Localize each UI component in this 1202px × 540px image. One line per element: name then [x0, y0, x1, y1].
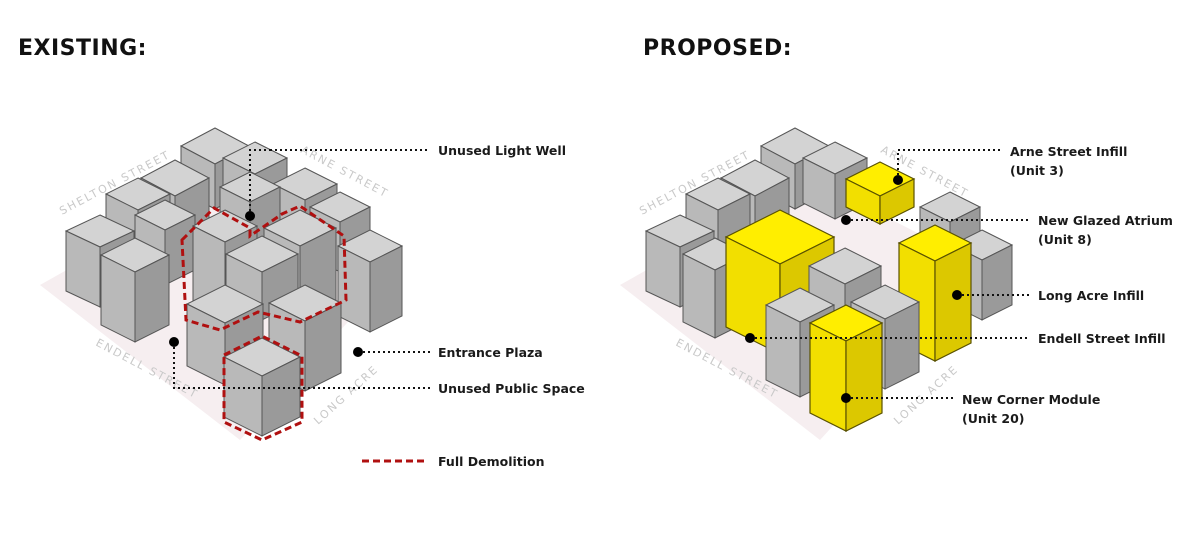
- block: [99, 237, 171, 343]
- marker-light-well: [245, 211, 255, 221]
- label-unused-light-well: Unused Light Well: [438, 143, 566, 158]
- label-entrance-plaza: Entrance Plaza: [438, 345, 543, 360]
- existing-massing: SHELTON STREET ARNE STREET ENDELL STREET…: [40, 127, 404, 442]
- marker-glazed-atrium: [841, 215, 851, 225]
- label-long-acre-infill: Long Acre Infill: [1038, 288, 1144, 303]
- proposed-title: PROPOSED:: [643, 36, 793, 61]
- legend-full-demolition: Full Demolition: [438, 454, 545, 469]
- label-endell-infill: Endell Street Infill: [1038, 331, 1166, 346]
- label-unused-public-space: Unused Public Space: [438, 381, 585, 396]
- leader-public-space: [173, 342, 430, 389]
- block: [222, 337, 302, 437]
- marker-corner-module: [841, 393, 851, 403]
- existing-title: EXISTING:: [18, 36, 147, 61]
- building-blocks: [64, 127, 404, 437]
- label-arne-infill-unit: (Unit 3): [1010, 163, 1064, 178]
- proposed-massing: SHELTON STREET ARNE STREET ENDELL STREET…: [620, 127, 1014, 440]
- label-glazed-atrium: New Glazed Atrium: [1038, 213, 1173, 228]
- label-corner-module: New Corner Module: [962, 392, 1100, 407]
- building-blocks-proposed: [644, 127, 1014, 432]
- existing-annotations: Unused Light Well Entrance Plaza Unused …: [169, 143, 585, 469]
- leader-light-well-a: [249, 149, 270, 216]
- label-glazed-atrium-unit: (Unit 8): [1038, 232, 1092, 247]
- proposed-annotations: Arne Street Infill (Unit 3) New Glazed A…: [745, 144, 1173, 426]
- marker-entrance-plaza: [353, 347, 363, 357]
- marker-long-acre-infill: [952, 290, 962, 300]
- marker-endell-infill: [745, 333, 755, 343]
- block: [336, 229, 404, 333]
- marker-arne-infill: [893, 175, 903, 185]
- label-arne-infill: Arne Street Infill: [1010, 144, 1127, 159]
- infill-block: [844, 161, 916, 225]
- leader-arne-infill: [897, 149, 1000, 180]
- marker-public-space: [169, 337, 179, 347]
- label-corner-module-unit: (Unit 20): [962, 411, 1024, 426]
- corner-module-block: [808, 304, 884, 432]
